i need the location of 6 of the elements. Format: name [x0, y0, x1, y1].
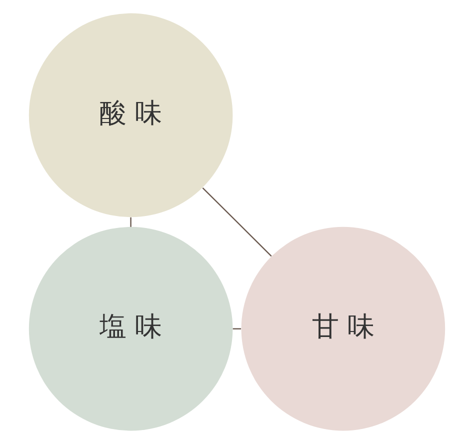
connector — [130, 217, 132, 227]
connector — [202, 187, 272, 257]
connector — [232, 328, 242, 330]
node-circle: 塩 味 — [28, 226, 233, 431]
node-circle: 甘 味 — [241, 226, 446, 431]
node-circle: 酸 味 — [28, 13, 233, 218]
